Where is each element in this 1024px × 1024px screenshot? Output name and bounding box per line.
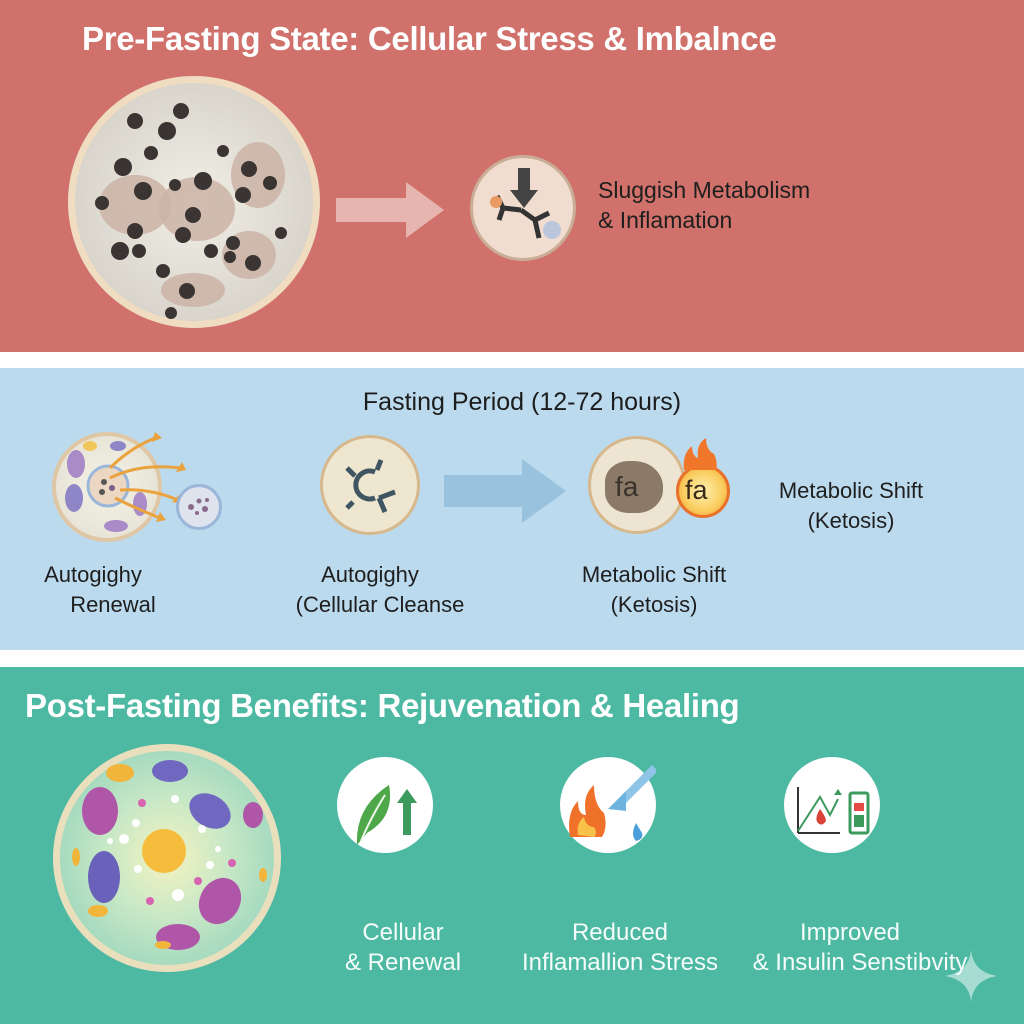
step-3-line-2: (Ketosis)	[610, 592, 698, 617]
burning-fat-icon: fa	[676, 464, 730, 518]
expel-arrows-icon	[108, 432, 186, 522]
status-line-1: Sluggish Metabolism	[598, 177, 811, 203]
flame-icon	[683, 438, 717, 470]
benefit-2-line-2: Inflamallion Stress	[521, 949, 719, 976]
benefit-3-line-1: Improved	[799, 919, 901, 946]
benefit-1-line-1: Cellular	[362, 919, 444, 946]
step-2-line-2: (Cellular Cleanse	[295, 592, 465, 617]
step-1-line-2: Renewal	[70, 592, 156, 617]
benefit-2-line-1: Reduced	[571, 919, 669, 946]
arrow-right-icon	[336, 182, 444, 238]
leaf-growth-icon	[337, 757, 433, 853]
post-fasting-title: Post-Fasting Benefits: Rejuvenation & He…	[25, 687, 740, 724]
post-fasting-section: Post-Fasting Benefits: Rejuvenation & He…	[0, 667, 1024, 1024]
side-label-line-2: (Ketosis)	[807, 508, 895, 533]
metabolism-down-icon	[470, 155, 576, 261]
chart-battery-icon	[784, 757, 880, 853]
fasting-section: Fasting Period (12-72 hours)	[0, 368, 1024, 650]
stressed-cell-icon	[68, 76, 320, 328]
step-1-line-1: Autogighy	[44, 562, 142, 587]
fire-water-icon	[560, 757, 656, 853]
sparkle-icon	[945, 950, 997, 1002]
vesicle-icon	[176, 484, 222, 530]
healthy-cell-icon	[53, 744, 281, 972]
fat-label: fa	[615, 471, 639, 502]
molecule-icon	[320, 435, 420, 535]
arrow-right-icon	[444, 459, 566, 523]
benefit-1-line-2: & Renewal	[344, 949, 462, 976]
side-label-line-1: Metabolic Shift	[778, 478, 924, 503]
pre-fasting-section: Pre-Fasting State: Cellular Stress & Imb…	[0, 0, 1024, 352]
step-2-line-1: Autogighy	[321, 562, 419, 587]
step-3-line-1: Metabolic Shift	[581, 562, 727, 587]
pre-fasting-title: Pre-Fasting State: Cellular Stress & Imb…	[82, 20, 777, 57]
fasting-title: Fasting Period (12-72 hours)	[362, 388, 682, 416]
benefit-3-line-2: & Insulin Senstibvity	[752, 949, 968, 976]
status-line-2: & Inflamation	[598, 207, 733, 233]
fat-burn-icon: fa	[588, 436, 686, 534]
